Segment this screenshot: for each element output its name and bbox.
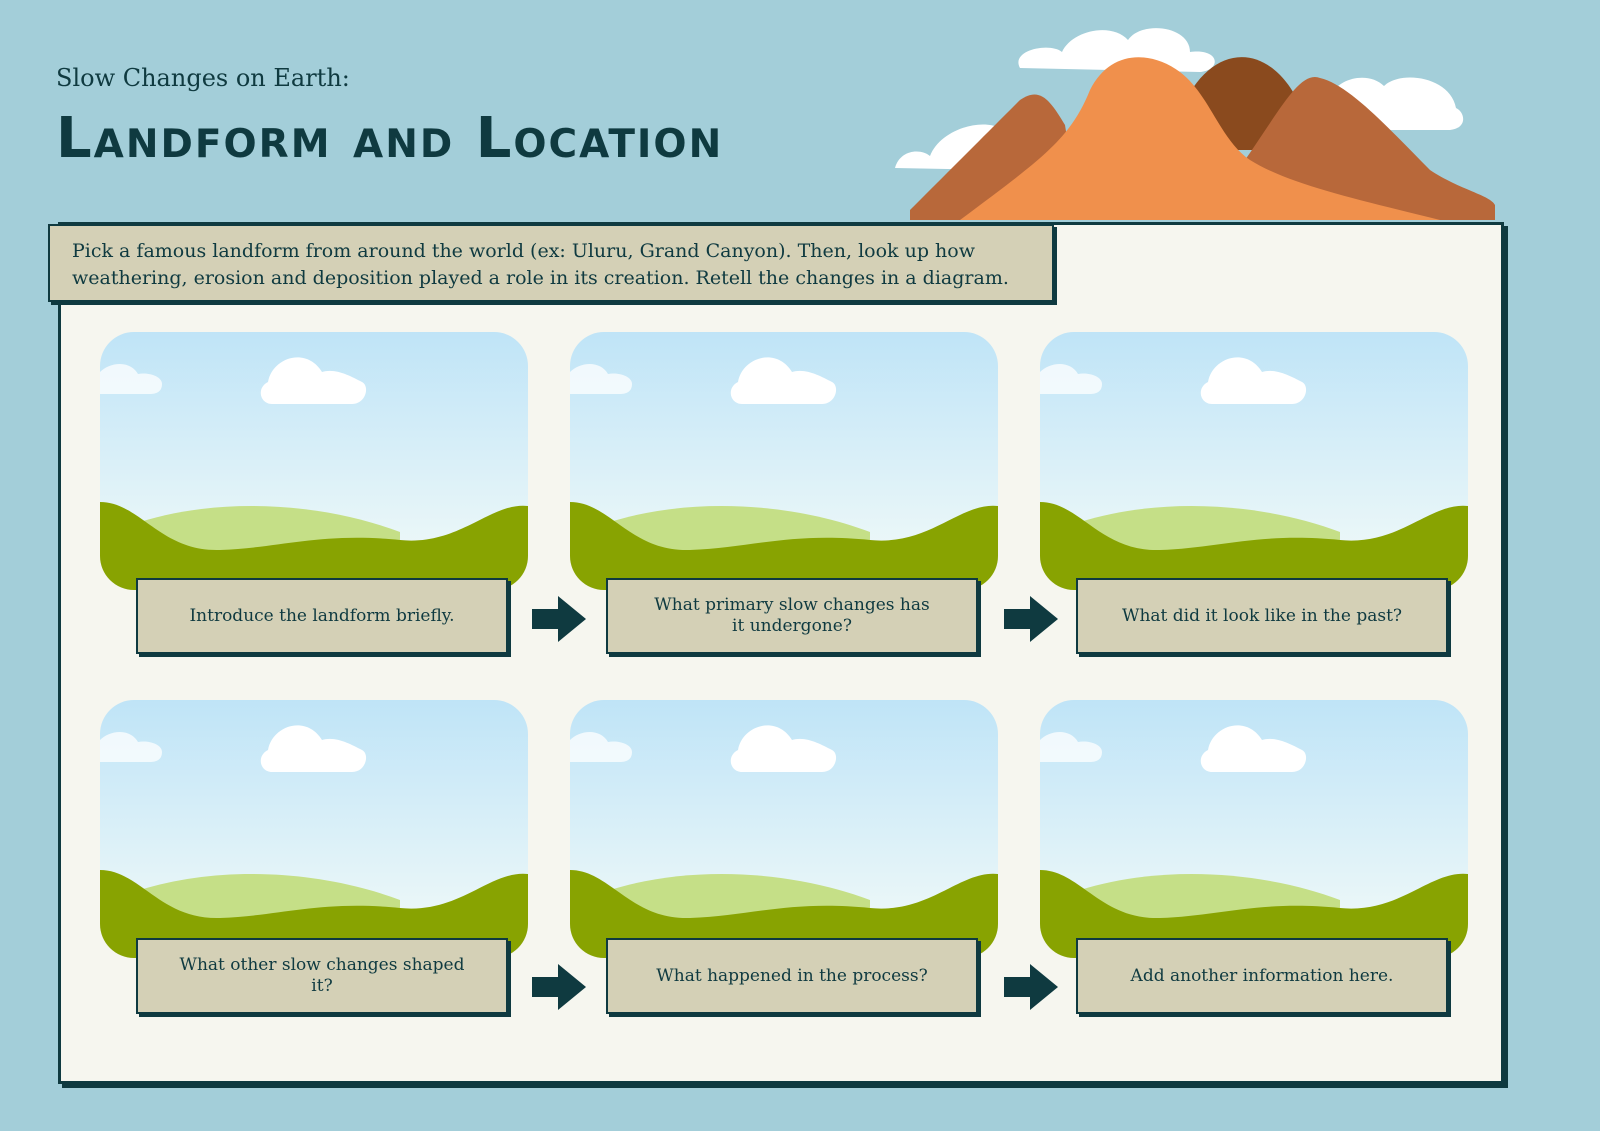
cloud-icon xyxy=(1200,725,1307,772)
cloud-icon xyxy=(730,357,837,404)
page-title: Landform and Location xyxy=(56,106,724,171)
mountains-illustration xyxy=(895,28,1495,220)
landscape-frame-5 xyxy=(570,700,998,958)
cloud-icon xyxy=(570,732,632,762)
landscape-frame-3 xyxy=(1040,332,1468,590)
cloud-icon xyxy=(730,725,837,772)
cloud-icon xyxy=(1018,28,1215,73)
cloud-icon xyxy=(1200,357,1307,404)
step-2-label: What primary slow changes has it undergo… xyxy=(606,578,978,654)
arrow-right-icon xyxy=(532,964,586,1010)
landscape-frame-2 xyxy=(570,332,998,590)
landscape-frame-6 xyxy=(1040,700,1468,958)
arrow-right-icon xyxy=(1004,596,1058,642)
instructions-box: Pick a famous landform from around the w… xyxy=(48,224,1054,302)
step-4-label: What other slow changes shaped it? xyxy=(136,938,508,1014)
cloud-icon xyxy=(1040,364,1102,394)
cloud-icon xyxy=(100,364,162,394)
cloud-icon xyxy=(1040,732,1102,762)
cloud-icon xyxy=(100,732,162,762)
arrow-right-icon xyxy=(532,596,586,642)
cloud-icon xyxy=(260,357,367,404)
landscape-frame-1 xyxy=(100,332,528,590)
step-3-label: What did it look like in the past? xyxy=(1076,578,1448,654)
step-1-label: Introduce the landform briefly. xyxy=(136,578,508,654)
arrow-right-icon xyxy=(1004,964,1058,1010)
landscape-frame-4 xyxy=(100,700,528,958)
cloud-icon xyxy=(260,725,367,772)
step-6-label: Add another information here. xyxy=(1076,938,1448,1014)
step-5-label: What happened in the process? xyxy=(606,938,978,1014)
cloud-icon xyxy=(570,364,632,394)
subtitle: Slow Changes on Earth: xyxy=(56,64,350,92)
